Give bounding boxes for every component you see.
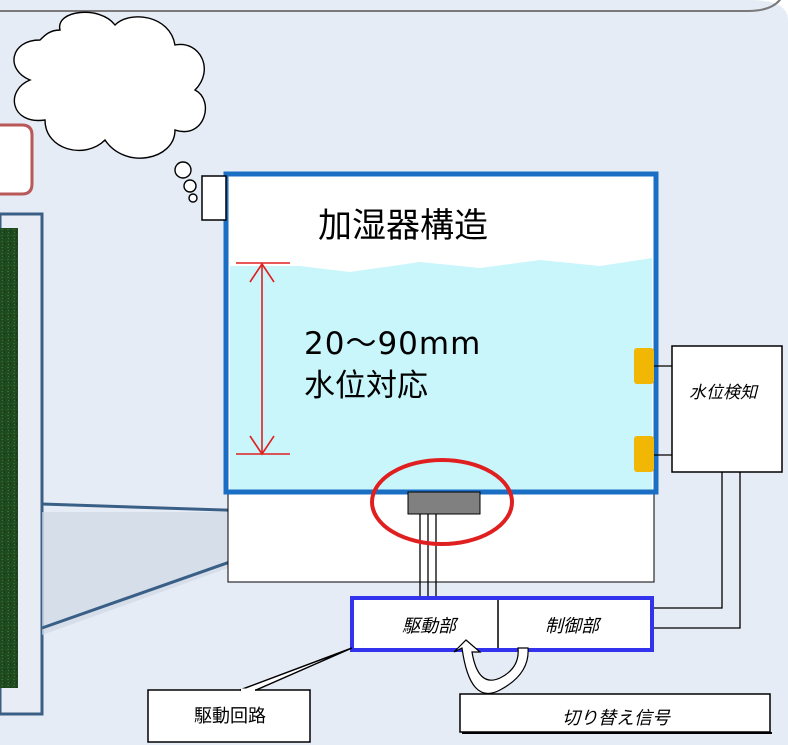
water-level-sensor-icon (634, 436, 654, 472)
highlight-circle (370, 458, 514, 546)
thought-cloud-icon (13, 11, 206, 203)
green-photo-panel (0, 228, 18, 688)
water-level-support-label: 水位対応 (304, 368, 428, 404)
water-body (230, 258, 652, 490)
top-banner-edge (0, 0, 781, 12)
control-unit-label: 制御部 (545, 616, 599, 637)
transducer-wires (419, 514, 437, 600)
drive-circuit-pointer (239, 647, 353, 691)
drive-circuit-label: 駆動回路 (194, 706, 266, 727)
water-level-detection-label: 水位検知 (689, 383, 757, 403)
humidifier-structure-label: 加湿器構造 (318, 206, 488, 246)
water-level-detector (671, 345, 783, 473)
drive-unit-label: 駆動部 (402, 616, 456, 637)
red-box (0, 123, 34, 196)
detector-wires (648, 365, 741, 629)
switching-signal-label: 切り替え信号 (562, 708, 670, 729)
level-arrow (236, 262, 290, 456)
water-level-sensor-icon (634, 348, 654, 384)
control-box (350, 596, 654, 652)
switching-signal-arrow (453, 639, 529, 695)
ultrasonic-transducer-icon (407, 491, 481, 515)
switching-signal-box (459, 693, 771, 733)
mount-bracket (201, 175, 227, 221)
water-level-range-label: 20〜90mm (304, 326, 482, 362)
